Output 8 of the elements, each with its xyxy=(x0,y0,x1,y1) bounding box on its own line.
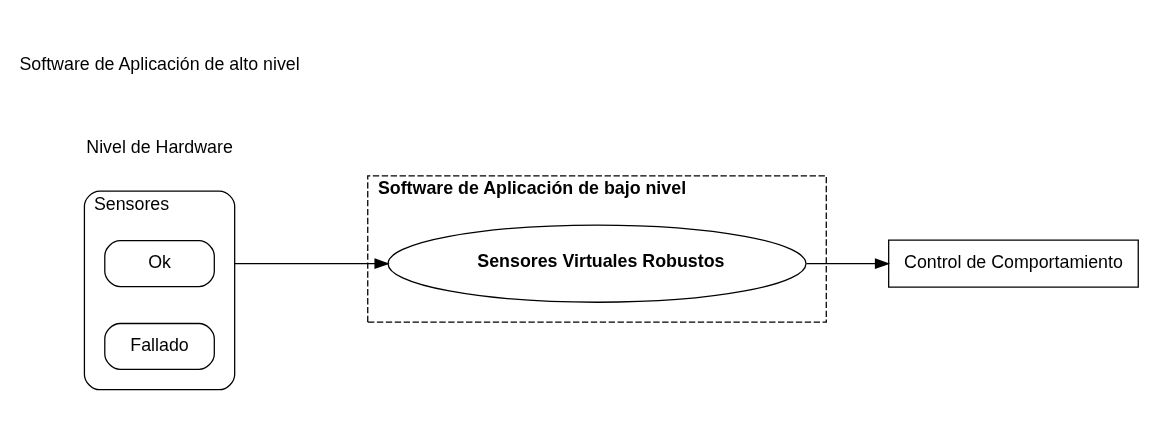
label: Nivel de Hardware xyxy=(86,135,233,156)
node-box: Control de Comportamiento xyxy=(888,238,1139,288)
node-box: Fallado xyxy=(104,322,215,370)
label: Software de Aplicación de alto nivel xyxy=(19,53,300,74)
node-ellipse: Sensores Virtuales Robustos xyxy=(387,223,807,303)
arrow xyxy=(234,257,390,269)
arrow xyxy=(805,257,891,269)
node-box: Ok xyxy=(104,239,215,287)
